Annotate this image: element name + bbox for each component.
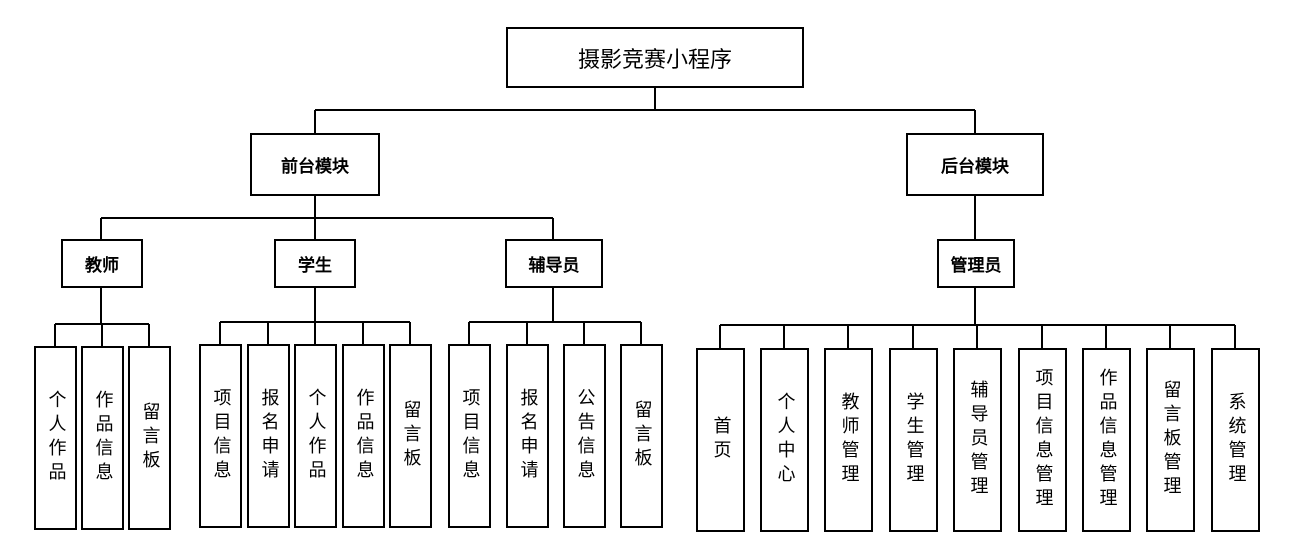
leaf-node: 留言板管理: [1146, 348, 1195, 532]
leaf-node: 个人作品: [294, 344, 337, 528]
leaf-node: 系统管理: [1211, 348, 1260, 532]
role-node-counselor: 辅导员: [505, 239, 603, 288]
leaf-label: 留言板: [139, 402, 161, 474]
leaf-node: 首页: [696, 348, 745, 532]
leaf-node: 作品信息: [81, 346, 124, 530]
leaf-node: 学生管理: [889, 348, 938, 532]
leaf-label: 作品信息管理: [1096, 368, 1118, 512]
leaf-node: 留言板: [128, 346, 171, 530]
root-node: 摄影竞赛小程序: [506, 27, 804, 88]
leaf-node: 项目信息管理: [1018, 348, 1067, 532]
role-label: 教师: [85, 256, 119, 276]
role-node-student: 学生: [274, 239, 356, 288]
leaf-label: 作品信息: [353, 388, 375, 484]
leaf-node: 项目信息: [199, 344, 242, 528]
leaf-node: 公告信息: [563, 344, 606, 528]
leaf-label: 公告信息: [574, 388, 596, 484]
leaf-label: 首页: [710, 416, 732, 464]
role-node-teacher: 教师: [61, 239, 143, 288]
leaf-label: 报名申请: [517, 388, 539, 484]
leaf-label: 作品信息: [92, 390, 114, 486]
front-module-label: 前台模块: [281, 157, 349, 177]
role-label: 学生: [298, 256, 332, 276]
leaf-label: 个人中心: [774, 392, 796, 488]
leaf-label: 项目信息: [459, 388, 481, 484]
leaf-node: 留言板: [620, 344, 663, 528]
front-module-node: 前台模块: [250, 133, 380, 196]
role-label: 管理员: [950, 256, 1002, 276]
leaf-node: 作品信息: [342, 344, 385, 528]
leaf-label: 报名申请: [258, 388, 280, 484]
back-module-node: 后台模块: [906, 133, 1044, 196]
leaf-label: 项目信息管理: [1032, 368, 1054, 512]
leaf-node: 个人作品: [34, 346, 77, 530]
root-label: 摄影竞赛小程序: [577, 47, 732, 73]
role-label: 辅导员: [528, 256, 580, 276]
leaf-node: 个人中心: [760, 348, 809, 532]
leaf-label: 留言板管理: [1160, 380, 1182, 500]
leaf-label: 留言板: [400, 400, 422, 472]
leaf-node: 留言板: [389, 344, 432, 528]
leaf-node: 辅导员管理: [953, 348, 1002, 532]
back-module-label: 后台模块: [941, 157, 1009, 177]
leaf-label: 留言板: [631, 400, 653, 472]
leaf-label: 辅导员管理: [967, 380, 989, 500]
leaf-label: 学生管理: [903, 392, 925, 488]
leaf-node: 报名申请: [506, 344, 549, 528]
leaf-label: 个人作品: [45, 390, 67, 486]
leaf-label: 个人作品: [305, 388, 327, 484]
role-node-admin: 管理员: [937, 239, 1015, 288]
leaf-label: 项目信息: [210, 388, 232, 484]
leaf-label: 教师管理: [838, 392, 860, 488]
leaf-node: 项目信息: [448, 344, 491, 528]
leaf-node: 作品信息管理: [1082, 348, 1131, 532]
leaf-node: 报名申请: [247, 344, 290, 528]
leaf-node: 教师管理: [824, 348, 873, 532]
leaf-label: 系统管理: [1225, 392, 1247, 488]
